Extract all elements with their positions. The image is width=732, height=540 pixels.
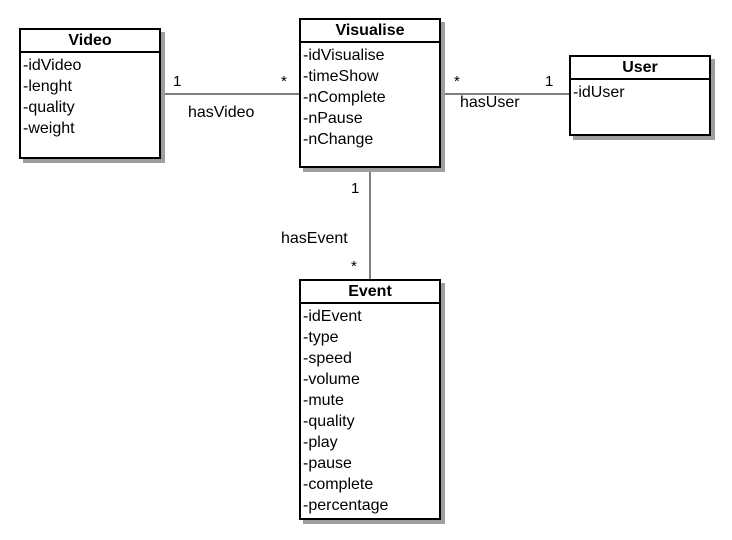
class-event-attributes: -idEvent -type -speed -volume -mute -qua… (301, 304, 439, 516)
class-user-name: User (571, 57, 709, 80)
attribute: -idUser (573, 84, 625, 101)
has-user-mult-visualise: * (454, 73, 460, 90)
has-user-mult-user: 1 (545, 73, 554, 90)
class-video[interactable]: Video -idVideo -lenght -quality -weight (19, 28, 161, 159)
has-user-label: hasUser (460, 94, 520, 111)
attribute: -type (303, 329, 339, 346)
class-user[interactable]: User -idUser (569, 55, 711, 136)
attribute: -weight (23, 120, 75, 137)
has-video-mult-video: 1 (173, 73, 182, 90)
attribute: -idVisualise (303, 47, 385, 64)
attribute: -pause (303, 455, 352, 472)
attribute: -complete (303, 476, 374, 493)
class-event-name: Event (301, 281, 439, 304)
attribute: -percentage (303, 497, 389, 514)
attribute: -idEvent (303, 308, 362, 325)
class-visualise-attributes: -idVisualise -timeShow -nComplete -nPaus… (301, 43, 439, 150)
has-event-label: hasEvent (281, 230, 348, 247)
class-video-attributes: -idVideo -lenght -quality -weight (21, 53, 159, 139)
attribute: -nChange (303, 131, 374, 148)
attribute: -play (303, 434, 338, 451)
attribute: -quality (303, 413, 355, 430)
has-event-mult-visualise: 1 (351, 180, 360, 197)
attribute: -nComplete (303, 89, 386, 106)
has-event-mult-event: * (351, 258, 357, 275)
class-user-attributes: -idUser (571, 80, 709, 103)
class-video-name: Video (21, 30, 159, 53)
has-video-label: hasVideo (188, 104, 255, 121)
attribute: -nPause (303, 110, 363, 127)
attribute: -volume (303, 371, 360, 388)
attribute: -idVideo (23, 57, 82, 74)
has-video-mult-visualise: * (281, 73, 287, 90)
class-visualise-name: Visualise (301, 20, 439, 43)
attribute: -quality (23, 99, 75, 116)
class-visualise[interactable]: Visualise -idVisualise -timeShow -nCompl… (299, 18, 441, 168)
attribute: -mute (303, 392, 344, 409)
class-event[interactable]: Event -idEvent -type -speed -volume -mut… (299, 279, 441, 520)
attribute: -speed (303, 350, 352, 367)
attribute: -timeShow (303, 68, 379, 85)
attribute: -lenght (23, 78, 72, 95)
